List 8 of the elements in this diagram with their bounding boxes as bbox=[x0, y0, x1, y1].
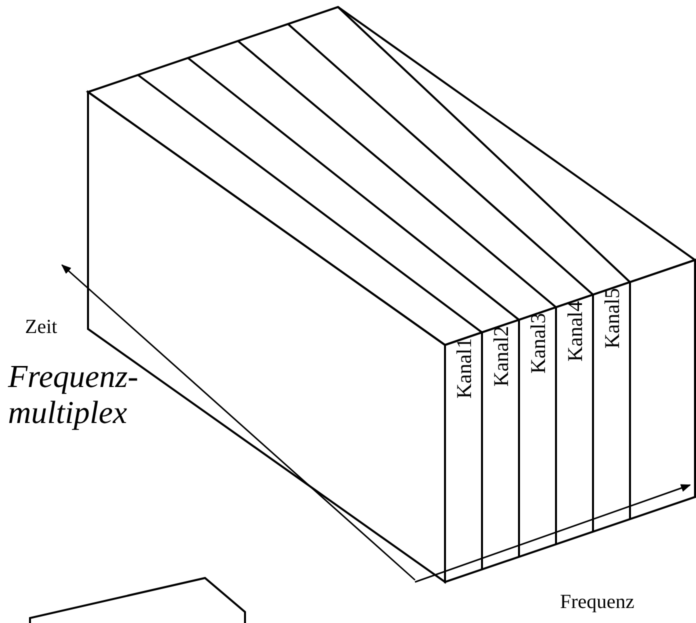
channel-label: Kanal4 bbox=[562, 300, 586, 362]
axis-label: Zeit bbox=[25, 316, 58, 339]
axis-label: Frequenz bbox=[560, 591, 634, 614]
channel-label: Kanal2 bbox=[488, 326, 512, 386]
diagram-heading: Frequenz- multiplex bbox=[8, 358, 140, 430]
channel-label: Kanal1 bbox=[452, 338, 476, 400]
channel-label: Kanal3 bbox=[526, 313, 550, 374]
channel-label: Kanal5 bbox=[600, 288, 624, 349]
